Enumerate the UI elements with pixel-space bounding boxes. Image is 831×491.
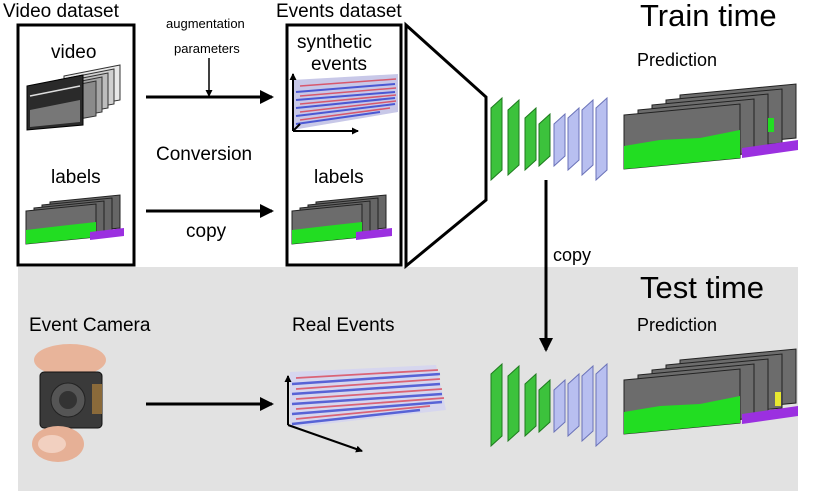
- copy-network-label: copy: [553, 245, 592, 265]
- test-prediction-label: Prediction: [637, 315, 718, 335]
- labels-stack-left-icon: [25, 194, 124, 245]
- synthetic-events-icon: [289, 73, 398, 135]
- video-dataset-label: Video dataset: [3, 1, 119, 22]
- augmentation-label-2: parameters: [174, 41, 240, 56]
- event-camera-label: Event Camera: [29, 315, 151, 336]
- train-time-title: Train time: [640, 0, 777, 33]
- synthetic-events-label-2: events: [311, 54, 367, 75]
- labels-right-label: labels: [314, 167, 364, 188]
- labels-stack-right-icon: [291, 194, 392, 245]
- real-events-label: Real Events: [292, 315, 395, 336]
- network-test-icon: [490, 362, 608, 448]
- augmentation-label-1: augmentation: [166, 16, 245, 31]
- train-prediction-icon: [623, 83, 798, 170]
- video-frames-icon: [26, 64, 121, 131]
- event-camera-icon: [32, 344, 106, 462]
- events-dataset-box: [285, 23, 403, 267]
- network-train-icon: [490, 96, 608, 182]
- conversion-label: Conversion: [156, 144, 253, 165]
- test-time-title: Test time: [640, 270, 765, 305]
- video-label: video: [51, 42, 97, 63]
- train-prediction-label: Prediction: [637, 50, 718, 70]
- copy-labels-label: copy: [186, 221, 227, 242]
- events-dataset-label: Events dataset: [276, 1, 402, 22]
- training-trapezoid: [404, 21, 488, 270]
- video-dataset-box: [16, 23, 136, 267]
- real-events-icon: [284, 365, 446, 453]
- labels-left-label: labels: [51, 167, 101, 188]
- test-prediction-icon: [623, 348, 798, 435]
- synthetic-events-label-1: synthetic: [297, 32, 372, 53]
